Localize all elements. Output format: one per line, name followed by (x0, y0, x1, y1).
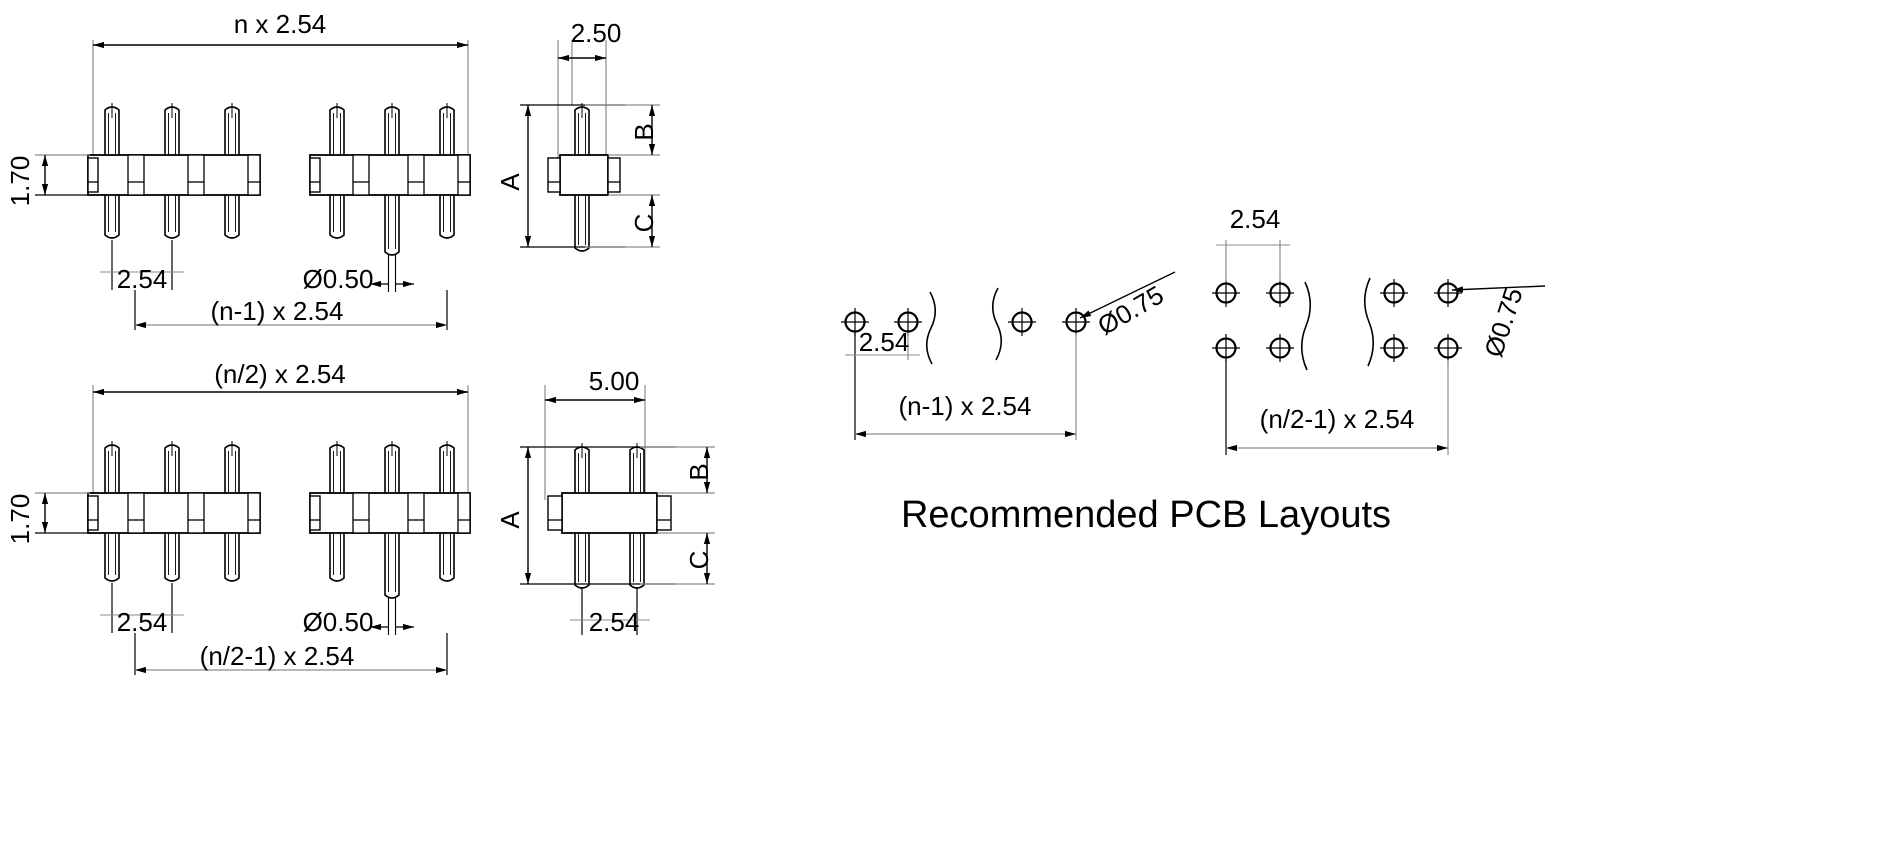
label-width-single-side: 2.50 (571, 18, 622, 48)
single-row-header-side-view (520, 40, 660, 252)
pcb-layout-dual-row (1212, 240, 1546, 455)
single-row-header-front-view (35, 40, 471, 330)
break-line (925, 287, 1003, 365)
label-body-height-single: 1.70 (5, 156, 35, 207)
label-pitch-dual: 2.54 (117, 607, 168, 637)
pcb-pad (1434, 279, 1462, 307)
insulator-body-left (87, 492, 261, 534)
insulator-body-left (87, 154, 261, 196)
dim-pcb-pitch-dual (1216, 240, 1290, 282)
label-b-single: B (629, 123, 659, 140)
label-pcb-span-dual: (n/2-1) x 2.54 (1260, 404, 1415, 434)
dim-pin-diameter-dual (370, 598, 414, 635)
side-view-insulator-body-dual (547, 492, 672, 534)
label-c-single: C (629, 214, 659, 233)
label-row-spacing-dual: 2.54 (589, 607, 640, 637)
pcb-pad (1434, 334, 1462, 362)
pcb-pad (1266, 334, 1294, 362)
dim-pin-diameter-single (370, 255, 414, 292)
dim-row-spacing-dual (570, 587, 650, 635)
label-overall-dual: (n/2) x 2.54 (214, 359, 346, 389)
insulator-body-right (309, 154, 471, 196)
label-pcb-hole-dia-dual: Ø0.75 (1478, 284, 1528, 361)
label-pin-dia-dual: Ø0.50 (303, 607, 374, 637)
dim-overall-single-row (92, 40, 469, 165)
label-width-dual-side: 5.00 (589, 366, 640, 396)
dim-pcb-pitch-single (845, 333, 920, 360)
dim-b-dual (640, 446, 715, 494)
label-overall-single: n x 2.54 (234, 9, 327, 39)
pcb-layout-single-row (841, 271, 1176, 440)
label-span-dual: (n/2-1) x 2.54 (200, 641, 355, 671)
dim-span-dual (134, 633, 448, 675)
label-pin-dia-single: Ø0.50 (303, 264, 374, 294)
leader-hole-diameter-dual (1451, 285, 1546, 293)
label-pcb-pitch-dual: 2.54 (1230, 204, 1281, 234)
dim-pcb-span-dual (1225, 360, 1449, 455)
page-title: Recommended PCB Layouts (901, 494, 1391, 536)
label-body-height-dual: 1.70 (5, 494, 35, 545)
label-pcb-span-single: (n-1) x 2.54 (899, 391, 1032, 421)
label-a-single: A (495, 173, 525, 191)
dim-body-height-single (35, 154, 90, 196)
pcb-pad (1008, 308, 1036, 336)
dual-row-header-front-view (35, 385, 471, 675)
pcb-pad (841, 308, 869, 336)
pcb-pad (1212, 334, 1240, 362)
dim-c-dual (640, 532, 715, 585)
label-b-dual: B (684, 463, 714, 480)
label-a-dual: A (495, 511, 525, 529)
label-c-dual: C (684, 551, 714, 570)
pcb-pad (1266, 279, 1294, 307)
label-pcb-pitch-single: 2.54 (859, 327, 910, 357)
pcb-pad (1380, 279, 1408, 307)
dim-body-height-dual (35, 492, 90, 534)
pcb-pad (1380, 334, 1408, 362)
label-pitch-single: 2.54 (117, 264, 168, 294)
dim-pitch-dual (100, 583, 184, 633)
dim-pcb-span-single (854, 333, 1077, 440)
label-span-single: (n-1) x 2.54 (211, 296, 344, 326)
pcb-pad (1062, 308, 1090, 336)
label-pcb-hole-dia-single: Ø0.75 (1092, 280, 1168, 341)
dim-c-single (585, 194, 660, 248)
side-view-insulator-body (547, 154, 621, 196)
dim-width-single-side (557, 40, 607, 160)
dim-span-single (134, 290, 448, 330)
dim-pitch-single (100, 240, 184, 290)
dim-overall-dual-row (92, 385, 469, 505)
dim-b-single (585, 104, 660, 156)
leader-hole-diameter-single (1079, 271, 1176, 319)
dim-width-dual-side (544, 385, 646, 500)
dual-row-header-side-view (520, 385, 715, 635)
pcb-pad (894, 308, 922, 336)
insulator-body-right (309, 492, 471, 534)
break-line (1300, 277, 1375, 371)
pcb-pad (1212, 279, 1240, 307)
